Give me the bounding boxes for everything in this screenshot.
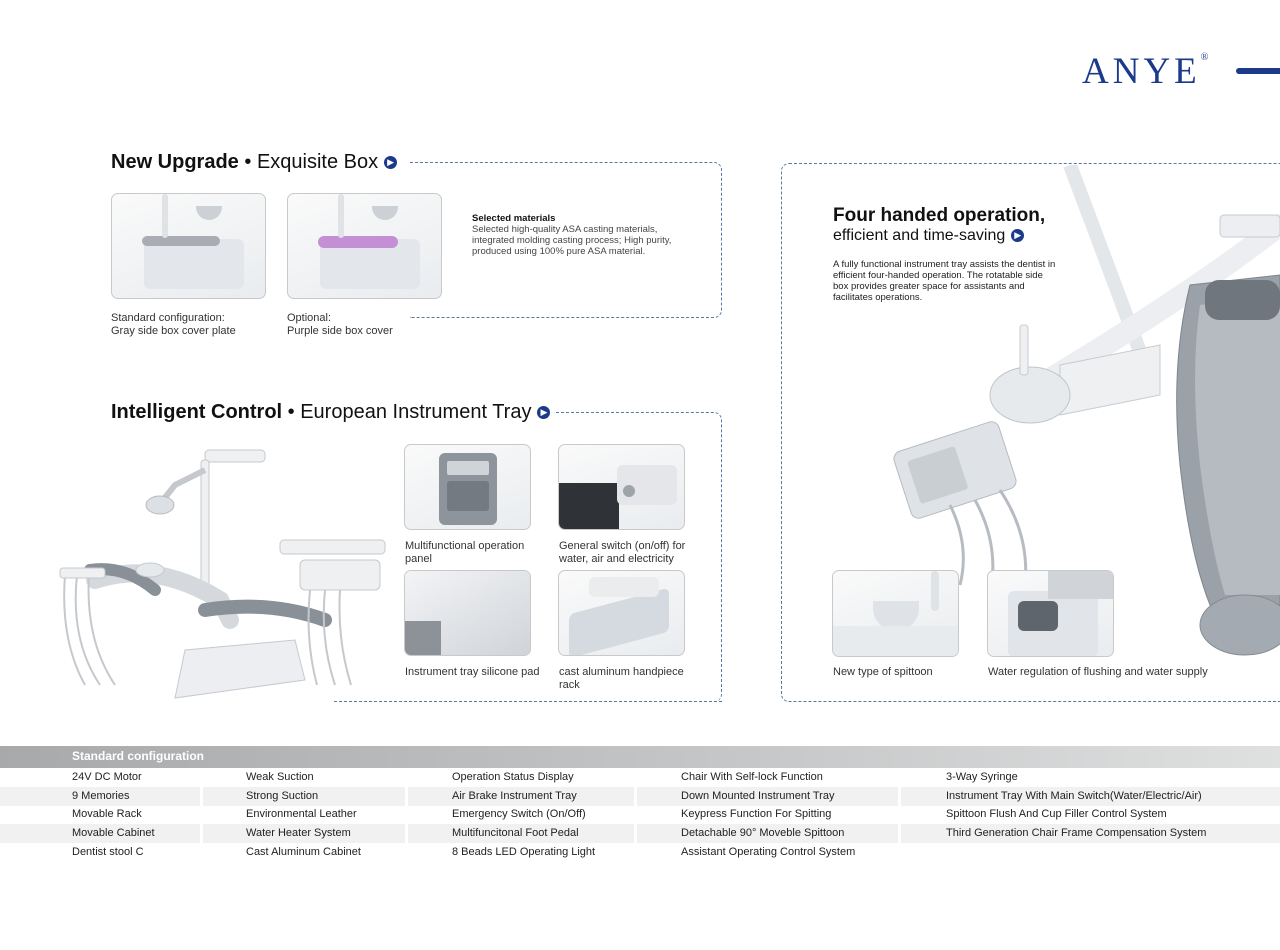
chevron-right-icon: ▶: [537, 406, 551, 420]
brand-logo: ANYE®: [1082, 51, 1209, 92]
spittoon-image: [832, 570, 959, 657]
control-heading: Intelligent Control • European Instrumen…: [111, 401, 551, 424]
control-frame-top: [556, 412, 722, 702]
silicone-pad-caption: Instrument tray silicone pad: [405, 666, 540, 678]
config-header: Standard configuration: [0, 746, 1280, 768]
water-regulation-image: [987, 570, 1114, 657]
standard-caption: Standard configuration:Gray side box cov…: [111, 312, 236, 337]
control-frame-bottom: [334, 701, 722, 702]
handpiece-rack-image: [558, 570, 685, 656]
chevron-right-icon: ▶: [1011, 229, 1025, 243]
upgrade-frame: [410, 162, 722, 318]
fourhanded-subheading: efficient and time-saving▶: [833, 227, 1025, 245]
column-divider: [200, 768, 203, 862]
table-row: 9 Memories Strong Suction Air Brake Inst…: [0, 787, 1280, 806]
table-row: 24V DC Motor Weak Suction Operation Stat…: [72, 771, 1018, 783]
logo-accent-bar: [1236, 68, 1280, 74]
general-switch-image: [558, 444, 685, 530]
dental-chair-illustration: [59, 449, 386, 699]
column-divider: [634, 768, 637, 862]
standard-box-image: [111, 193, 266, 299]
operation-panel-image: [404, 444, 531, 530]
column-divider: [898, 768, 901, 862]
silicone-pad-image: [404, 570, 531, 656]
materials-note: Selected materials Selected high-quality…: [472, 213, 672, 257]
spittoon-caption: New type of spittoon: [833, 666, 933, 678]
water-regulation-caption: Water regulation of flushing and water s…: [988, 666, 1208, 678]
four-handed-chair-illustration: [893, 165, 1280, 656]
table-row: Movable Rack Environmental Leather Emerg…: [72, 808, 1167, 820]
chevron-right-icon: ▶: [384, 156, 398, 170]
table-row: Movable Cabinet Water Heater System Mult…: [0, 824, 1280, 843]
fourhanded-frame: [781, 163, 1280, 702]
column-divider: [405, 768, 408, 862]
upgrade-heading: New Upgrade • Exquisite Box▶: [111, 151, 398, 174]
fourhanded-heading: Four handed operation,: [833, 205, 1046, 226]
optional-box-image: [287, 193, 442, 299]
fourhanded-description: A fully functional instrument tray assis…: [833, 259, 1056, 303]
optional-caption: Optional:Purple side box cover: [287, 312, 393, 337]
table-row: Dentist stool C Cast Aluminum Cabinet 8 …: [72, 846, 856, 858]
